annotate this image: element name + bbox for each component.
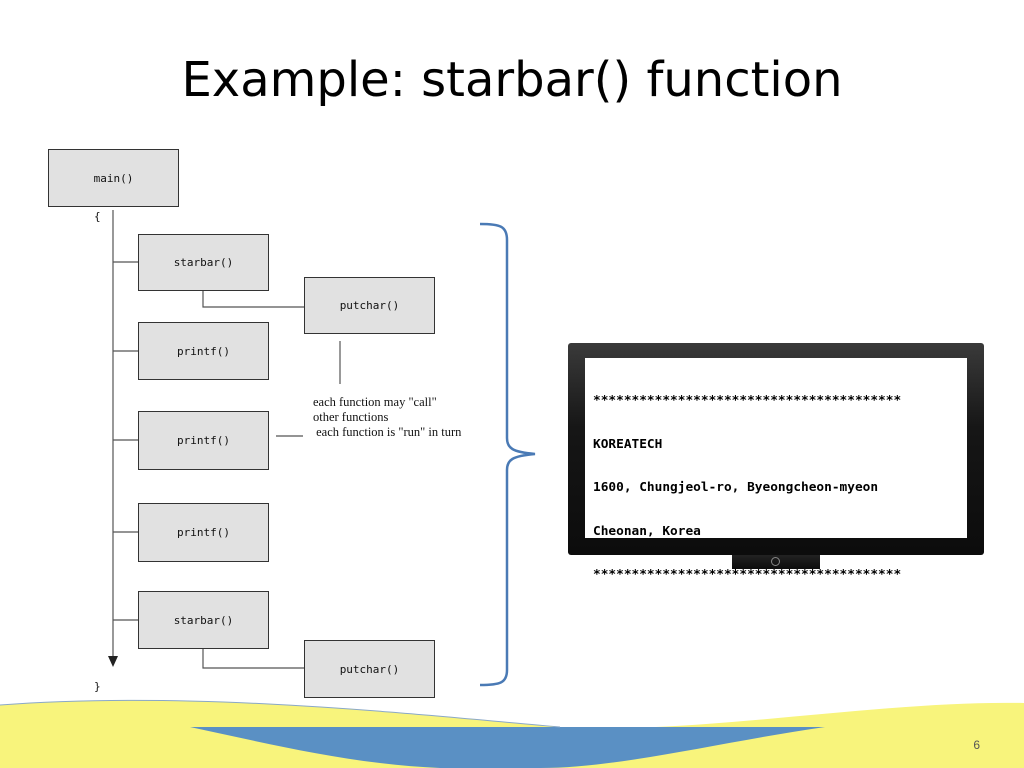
open-brace: {: [94, 210, 101, 223]
monitor-bezel: ****************************************…: [568, 343, 984, 582]
curly-brace: [479, 222, 536, 687]
monitor-screen: ****************************************…: [585, 358, 967, 582]
connector-putchar-1: [202, 291, 304, 308]
call-label: printf(): [177, 434, 230, 447]
call-box-printf: printf(): [138, 322, 269, 380]
subcall-label: putchar(): [339, 299, 400, 312]
console-output: ****************************************…: [593, 365, 901, 612]
connector-putchar-2: [202, 649, 304, 669]
call-box-starbar: starbar(): [138, 591, 269, 649]
console-line: Cheonan, Korea: [593, 523, 701, 539]
call-label: starbar(): [173, 613, 234, 627]
console-line: KOREATECH: [593, 436, 663, 452]
annotation-note: each function may "call" other functions…: [313, 395, 461, 440]
bottom-wave-line: [0, 699, 561, 728]
console-line: 1600, Chungjeol-ro, Byeongcheon-myeon: [593, 480, 879, 495]
call-box-printf: printf(): [138, 503, 269, 562]
page-number: 6: [973, 738, 980, 752]
bottom-wave-blue: [190, 727, 825, 768]
note-line: each function is "run" in turn: [313, 425, 462, 439]
subcall-box-putchar: putchar(): [304, 640, 435, 698]
note-line: other functions: [313, 410, 389, 424]
call-box-starbar: starbar(): [138, 234, 269, 291]
close-brace: }: [94, 680, 101, 693]
note-line: each function may "call": [313, 395, 437, 409]
monitor-logo-icon: [771, 557, 780, 566]
console-line: ****************************************: [593, 567, 902, 582]
subcall-label: putchar(): [339, 662, 400, 676]
call-label: printf(): [177, 344, 230, 358]
slide-title: Example: starbar() function: [181, 52, 843, 108]
call-label: printf(): [177, 526, 230, 539]
main-function-box: main(): [48, 149, 179, 207]
subcall-box-putchar: putchar(): [304, 277, 435, 334]
timeline-arrow: [108, 656, 118, 667]
call-label: starbar(): [173, 256, 234, 269]
monitor-image: ****************************************…: [568, 343, 984, 582]
main-function-label: main(): [93, 171, 134, 185]
call-box-printf: printf(): [138, 411, 269, 470]
console-line: ****************************************: [593, 393, 902, 408]
